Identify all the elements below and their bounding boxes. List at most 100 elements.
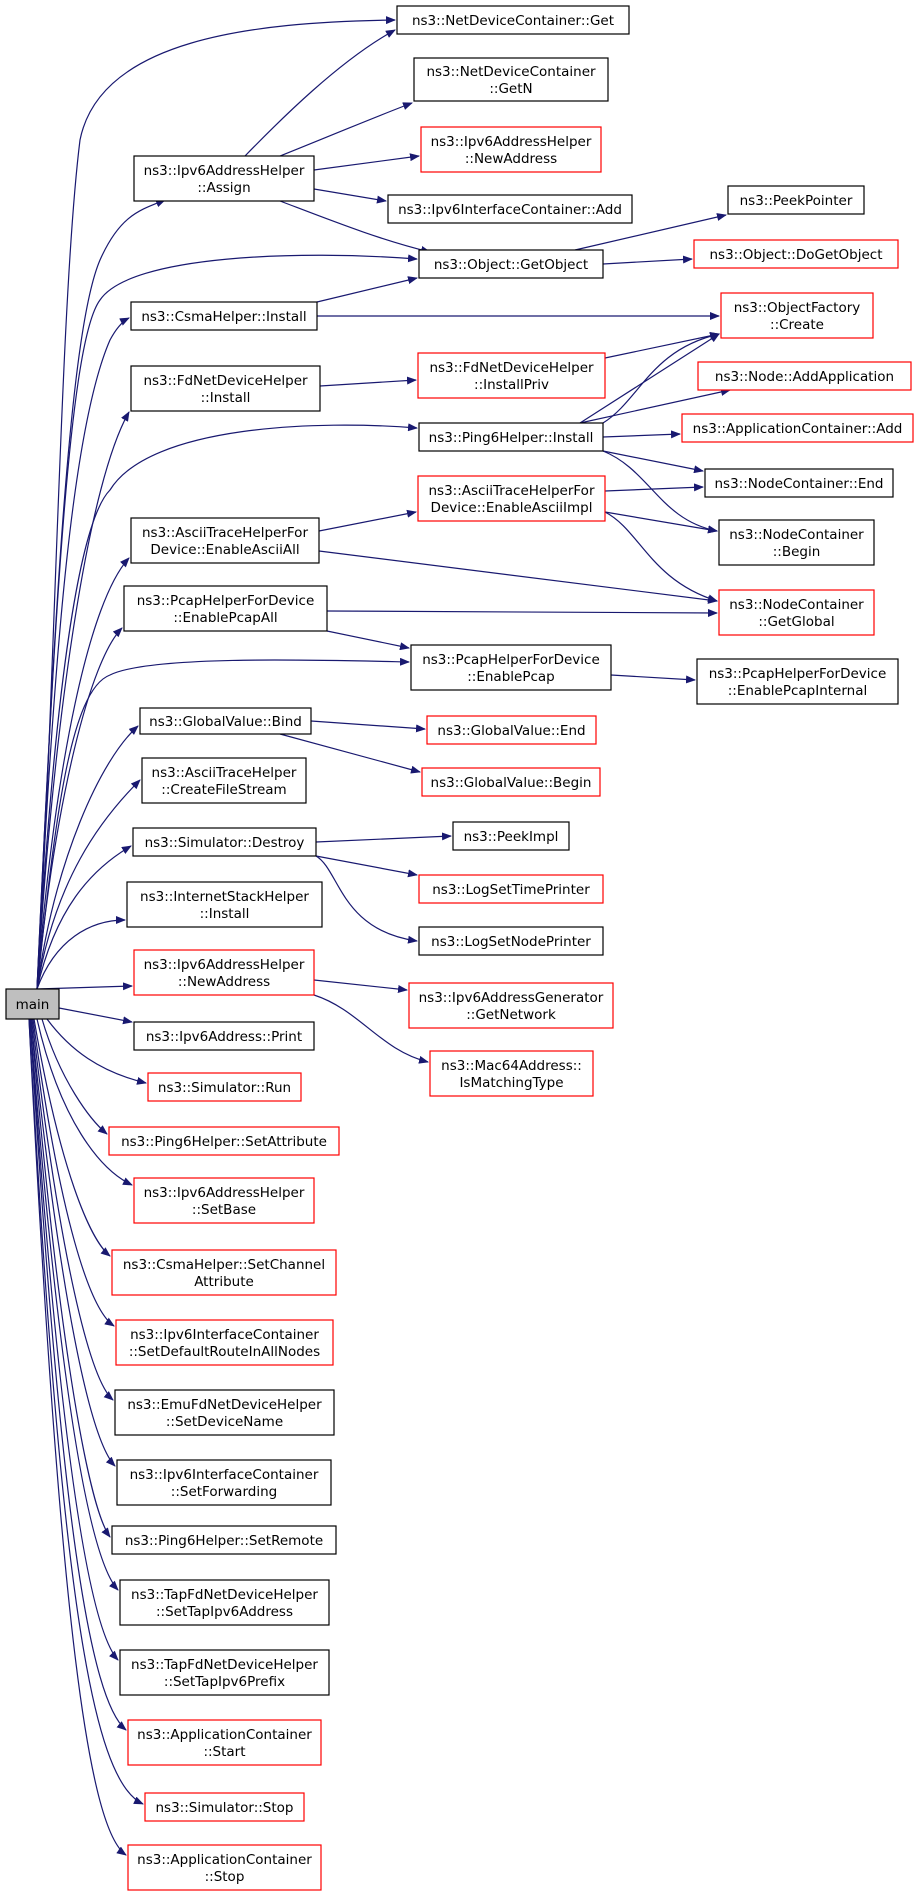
node-nc-begin[interactable]: ns3::NodeContainer::Begin <box>718 519 875 566</box>
node-label: ns3::Ipv6AddressHelper <box>144 1185 305 1201</box>
node-label: ns3::PcapHelperForDevice <box>422 652 600 668</box>
node-sim-run[interactable]: ns3::Simulator::Run <box>147 1072 302 1102</box>
call-edge <box>604 483 704 492</box>
node-label: ::SetTapIpv6Prefix <box>164 1674 285 1690</box>
node-box <box>132 827 317 857</box>
node-node-addapp[interactable]: ns3::Node::AddApplication <box>697 361 912 391</box>
node-ipv6ah-newaddr-top[interactable]: ns3::Ipv6AddressHelper::NewAddress <box>420 126 602 173</box>
node-logsettime[interactable]: ns3::LogSetTimePrinter <box>418 874 604 904</box>
node-label: ::SetDefaultRouteInAllNodes <box>129 1344 320 1360</box>
call-edge <box>31 1018 114 1401</box>
node-box <box>426 715 597 745</box>
node-fdnd-install[interactable]: ns3::FdNetDeviceHelper::Install <box>130 365 321 412</box>
node-emufd-setdev[interactable]: ns3::EmuFdNetDeviceHelper::SetDeviceName <box>114 1389 335 1436</box>
node-label: ::Stop <box>205 1869 245 1885</box>
node-box <box>130 301 318 331</box>
node-sim-stop[interactable]: ns3::Simulator::Stop <box>144 1792 305 1822</box>
node-ndc-get[interactable]: ns3::NetDeviceContainer::Get <box>396 5 630 35</box>
node-box <box>139 707 312 735</box>
node-ipv6ic-setfwd[interactable]: ns3::Ipv6InterfaceContainer::SetForwardi… <box>116 1459 332 1506</box>
call-edge <box>315 855 418 878</box>
node-label: ns3::Ping6Helper::SetAttribute <box>121 1134 327 1150</box>
node-gv-begin[interactable]: ns3::GlobalValue::Begin <box>421 767 601 797</box>
node-ipv6ah-assign[interactable]: ns3::Ipv6AddressHelper::Assign <box>133 155 315 202</box>
call-edge <box>326 608 718 617</box>
call-edge <box>579 388 731 424</box>
node-box <box>408 982 614 1029</box>
node-label: ns3::Object::GetObject <box>434 257 588 273</box>
node-pcap-internal[interactable]: ns3::PcapHelperForDevice::EnablePcapInte… <box>696 658 899 705</box>
node-ascii-enableall[interactable]: ns3::AsciiTraceHelperForDevice::EnableAs… <box>130 517 320 564</box>
node-label: ns3::NetDeviceContainer::Get <box>412 13 614 29</box>
node-ipv6addr-print[interactable]: ns3::Ipv6Address::Print <box>133 1021 315 1051</box>
node-label: ns3::NodeContainer <box>729 527 864 543</box>
node-pcap-enablepcap[interactable]: ns3::PcapHelperForDevice::EnablePcap <box>410 644 612 691</box>
call-edge <box>315 832 452 843</box>
node-ipv6ah-setbase[interactable]: ns3::Ipv6AddressHelper::SetBase <box>133 1177 315 1224</box>
node-appc-start[interactable]: ns3::ApplicationContainer::Start <box>127 1719 322 1766</box>
node-box <box>126 881 323 928</box>
node-box <box>114 1389 335 1436</box>
node-label: ::SetDeviceName <box>166 1414 283 1430</box>
node-inet-install[interactable]: ns3::InternetStackHelper::Install <box>126 881 323 928</box>
node-nc-getglobal[interactable]: ns3::NodeContainer::GetGlobal <box>718 589 875 636</box>
node-mac64[interactable]: ns3::Mac64Address::IsMatchingType <box>429 1050 594 1097</box>
call-edge <box>313 994 429 1064</box>
node-sim-destroy[interactable]: ns3::Simulator::Destroy <box>132 827 317 857</box>
node-appc-add[interactable]: ns3::ApplicationContainer::Add <box>681 413 914 443</box>
call-edge <box>36 916 126 990</box>
node-box <box>127 1719 322 1766</box>
node-box <box>697 361 912 391</box>
node-nc-end[interactable]: ns3::NodeContainer::End <box>704 468 894 498</box>
node-ascii-createfs[interactable]: ns3::AsciiTraceHelper::CreateFileStream <box>141 757 307 804</box>
node-ipv6ic-setdef[interactable]: ns3::Ipv6InterfaceContainer::SetDefaultR… <box>115 1319 334 1366</box>
node-box <box>413 57 609 102</box>
node-ascii-enableascii[interactable]: ns3::AsciiTraceHelperForDevice::EnableAs… <box>417 475 606 522</box>
node-box <box>108 1126 340 1156</box>
node-ipv6ic-add[interactable]: ns3::Ipv6InterfaceContainer::Add <box>387 194 633 224</box>
node-box <box>429 1050 594 1097</box>
node-box <box>127 1844 322 1891</box>
node-label: ns3::Ipv6InterfaceContainer <box>130 1327 319 1343</box>
node-tapfd-setaddr[interactable]: ns3::TapFdNetDeviceHelper::SetTapIpv6Add… <box>119 1579 330 1626</box>
node-ndc-getn[interactable]: ns3::NetDeviceContainer::GetN <box>413 57 609 102</box>
node-ipv6ah-newaddr[interactable]: ns3::Ipv6AddressHelper::NewAddress <box>133 949 315 996</box>
node-label: ns3::ApplicationContainer <box>137 1852 312 1868</box>
node-gv-end[interactable]: ns3::GlobalValue::End <box>426 715 597 745</box>
node-gv-bind[interactable]: ns3::GlobalValue::Bind <box>139 707 312 735</box>
node-peekimpl[interactable]: ns3::PeekImpl <box>452 821 570 851</box>
node-ping6-setremote[interactable]: ns3::Ping6Helper::SetRemote <box>111 1525 337 1555</box>
node-label: ns3::AsciiTraceHelper <box>152 765 297 781</box>
node-csma-install[interactable]: ns3::CsmaHelper::Install <box>130 301 318 331</box>
node-tapfd-setprefix[interactable]: ns3::TapFdNetDeviceHelper::SetTapIpv6Pre… <box>119 1649 330 1696</box>
node-obj-getobject[interactable]: ns3::Object::GetObject <box>418 249 604 279</box>
node-label: ns3::Ipv6AddressGenerator <box>419 990 604 1006</box>
node-label: Device::EnableAsciiImpl <box>431 500 593 516</box>
node-box <box>420 126 602 173</box>
node-peekpointer[interactable]: ns3::PeekPointer <box>727 185 865 215</box>
node-appc-stop[interactable]: ns3::ApplicationContainer::Stop <box>127 1844 322 1891</box>
node-label: Device::EnableAsciiAll <box>150 542 299 558</box>
call-edge <box>279 733 421 774</box>
call-edge <box>602 450 704 474</box>
node-pcap-enableall[interactable]: ns3::PcapHelperForDevice::EnablePcapAll <box>123 585 328 632</box>
node-fdnd-installpriv[interactable]: ns3::FdNetDeviceHelper::InstallPriv <box>417 352 606 399</box>
node-box <box>704 468 894 498</box>
node-lognode[interactable]: ns3::LogSetNodePrinter <box>418 926 604 956</box>
call-edge <box>574 213 727 251</box>
call-edge <box>315 855 418 944</box>
node-ipv6ag-getnet[interactable]: ns3::Ipv6AddressGenerator::GetNetwork <box>408 982 614 1029</box>
node-box <box>119 1579 330 1626</box>
node-ping6-install[interactable]: ns3::Ping6Helper::Install <box>418 422 604 452</box>
node-label: ns3::EmuFdNetDeviceHelper <box>127 1397 322 1413</box>
node-objfactory-create[interactable]: ns3::ObjectFactory::Create <box>720 292 874 339</box>
call-edge <box>28 1018 127 1856</box>
node-main: main <box>5 988 60 1020</box>
node-label: ns3::LogSetNodePrinter <box>431 934 591 950</box>
node-ping6-setattr[interactable]: ns3::Ping6Helper::SetAttribute <box>108 1126 340 1156</box>
node-box <box>693 239 899 269</box>
node-obj-dogetobject[interactable]: ns3::Object::DoGetObject <box>693 239 899 269</box>
node-label: ns3::LogSetTimePrinter <box>432 882 590 898</box>
call-edge <box>326 630 410 651</box>
